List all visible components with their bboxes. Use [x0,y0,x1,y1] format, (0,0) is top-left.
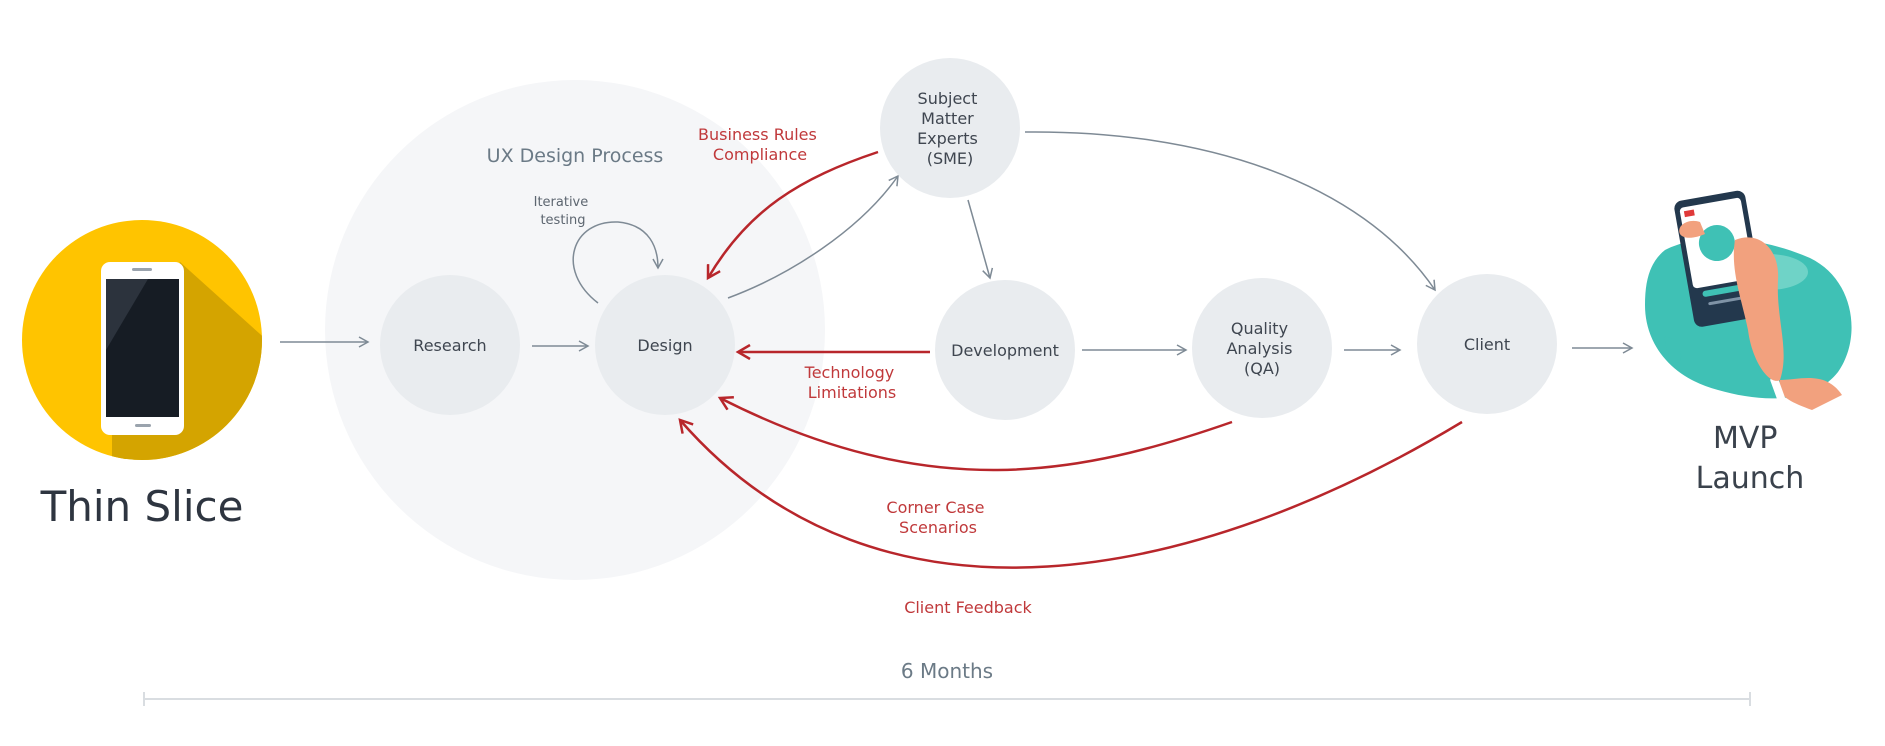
launch-phone-avatar [1698,225,1735,262]
hand-fingers [1733,237,1784,381]
iterative-testing-loop [572,221,664,304]
svg-text:Subject Matter Exp: Subject Matter Experts (SME) [917,89,983,168]
mvp-launch-title: MVP Launch [1696,421,1805,496]
node-development: Development [935,280,1075,420]
svg-text:Research: Research [413,336,486,355]
node-research: Research [380,275,520,415]
node-qa: Quality Analysis (QA) [1192,278,1332,418]
feedback-business-rules-arrow [708,150,879,278]
svg-text:Development: Development [951,341,1059,360]
node-design: Design [595,275,735,415]
feedback-corner-case-arrow [720,398,1233,472]
arrow-design-to-sme [727,174,899,299]
phone-home-button [135,424,151,427]
corner-case-label: Corner Case Scenarios [886,498,989,537]
thin-slice-phone-illustration [22,220,262,460]
launch-phone-bar [1708,296,1746,306]
hand-arm [1779,378,1842,410]
arrow-sme-to-client [1024,131,1436,292]
thin-slice-title: Thin Slice [40,482,244,531]
launch-phone-cta [1702,283,1748,297]
business-rules-label: Business Rules Compliance [698,125,822,164]
arrow-sme-to-development [967,199,994,280]
svg-text:Client: Client [1464,335,1510,354]
iterative-testing-label: Iterative testing [534,195,593,228]
wrist-band [1770,376,1786,404]
mvp-launch-illustration [1645,190,1852,410]
launch-phone-logo [1683,209,1695,218]
svg-text:Quality Analysis (: Quality Analysis (QA) [1226,319,1297,378]
phone-speaker [132,268,152,271]
teal-blob-small [1664,336,1682,363]
ux-process-label: UX Design Process [487,145,664,167]
technology-limitations-label: Technology Limitations [804,363,900,402]
ux-process-group [325,80,825,580]
svg-text:Design: Design [637,336,692,355]
node-client: Client [1417,274,1557,414]
hand-thumb [1679,220,1705,238]
node-sme: Subject Matter Experts (SME) [880,58,1020,198]
feedback-client-arrow [680,420,1463,569]
timeline-label: 6 Months [901,659,993,683]
phone-screen-glare [106,279,148,350]
client-feedback-label: Client Feedback [904,598,1032,617]
